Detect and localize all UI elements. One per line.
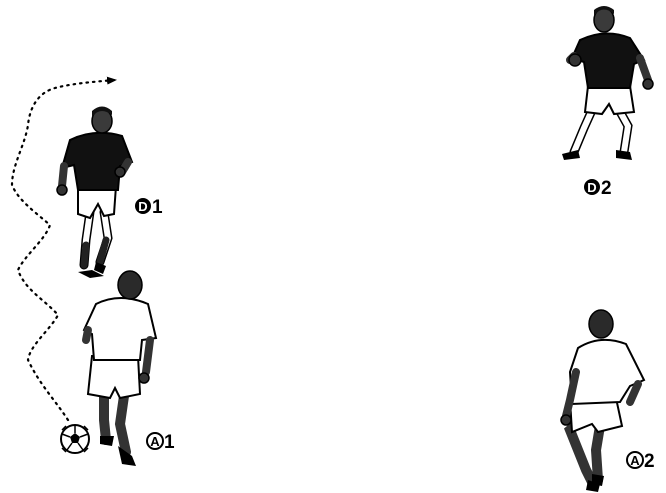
label-d2-number: 2 [601, 178, 612, 199]
label-a1: A 1 [147, 432, 175, 453]
label-a2: A 2 [627, 451, 655, 472]
defender-d1 [57, 107, 132, 279]
label-a2-number: 2 [644, 451, 655, 472]
label-d1: D 1 [135, 197, 163, 218]
soccer-ball-icon [61, 425, 89, 453]
label-a2-letter: A [630, 453, 640, 468]
label-a1-letter: A [150, 434, 160, 449]
label-d1-number: 1 [152, 197, 163, 218]
label-a1-number: 1 [164, 432, 175, 453]
attacker-a1 [84, 271, 156, 466]
defender-d2 [562, 6, 653, 160]
label-d2: D 2 [584, 178, 612, 199]
label-d1-letter: D [138, 199, 147, 214]
label-d2-letter: D [587, 180, 596, 195]
